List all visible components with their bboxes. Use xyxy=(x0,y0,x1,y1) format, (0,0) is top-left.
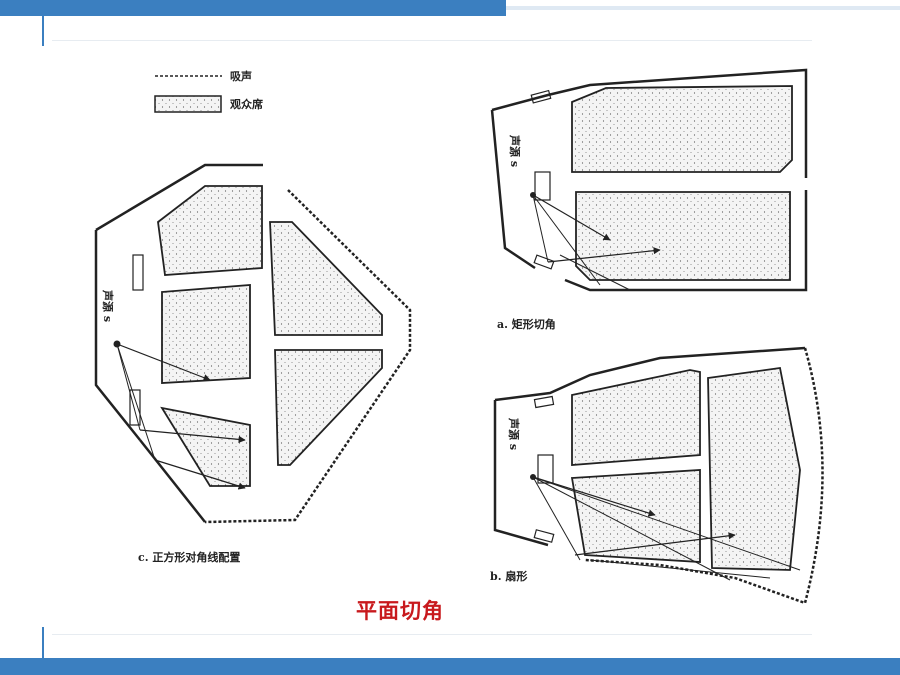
figure-a-reflector-bottom xyxy=(533,254,555,270)
figure-b-absorb-wall xyxy=(584,347,824,605)
figure-a-wall-top xyxy=(491,68,808,178)
figure-c-ray-1 xyxy=(116,343,211,382)
figure-b-fan-plan: 声源 s b. 扇形 xyxy=(490,346,824,605)
figure-c-source-label: 声源 s xyxy=(101,289,115,322)
figure-a-ray-1 xyxy=(532,194,611,241)
figure-a-stage-box xyxy=(534,171,551,201)
figure-a-rect-plan: 声源 s a. 矩形切角 xyxy=(490,68,808,331)
figure-a-wall-bottom xyxy=(564,190,808,292)
figure-c-ray-4 xyxy=(116,343,156,461)
audience-block-a1 xyxy=(571,85,793,173)
top-accent-bar xyxy=(0,0,506,16)
figure-b-ray-4 xyxy=(574,532,736,556)
left-accent-tick-top xyxy=(42,16,44,46)
figure-a-reflector-top xyxy=(530,89,552,104)
audience-block-a2 xyxy=(575,191,791,281)
figure-c-ray-3 xyxy=(139,429,246,443)
figure-a-ray-4 xyxy=(532,194,601,286)
figure-b-source-label: 声源 s xyxy=(507,417,521,450)
audience-block-b1 xyxy=(571,369,701,466)
legend: 吸声 观众席 xyxy=(154,69,263,113)
audience-block-c4 xyxy=(269,221,383,336)
figure-c-wall-lower xyxy=(139,439,206,523)
bottom-accent-bar xyxy=(0,658,900,675)
figure-b-ray-1 xyxy=(532,476,656,517)
audience-block-c2 xyxy=(161,284,251,384)
figure-a-source-label: 声源 s xyxy=(508,134,522,167)
figure-c-ray-2 xyxy=(116,343,141,431)
figure-c-square-plan: 声源 s c. 正方形对角线配置 xyxy=(94,163,412,564)
figure-b-wall-top xyxy=(494,346,806,402)
audience-block-b2 xyxy=(570,469,701,563)
figure-a-stage-wall xyxy=(490,109,536,270)
figure-a-caption: a. 矩形切角 xyxy=(497,317,556,331)
figure-a-ray-2 xyxy=(532,194,549,263)
figure-c-stage-wall xyxy=(94,230,141,441)
figure-c-caption: c. 正方形对角线配置 xyxy=(138,550,240,564)
figure-c-reflector-bottom xyxy=(129,389,141,426)
audience-block-c1 xyxy=(157,185,263,276)
audience-block-c3 xyxy=(160,406,251,487)
figure-b-caption: b. 扇形 xyxy=(490,569,527,583)
figure-b-reflector-top xyxy=(533,395,555,409)
audience-block-b3 xyxy=(707,366,801,571)
left-accent-tick-bottom xyxy=(42,627,44,658)
faint-rule-bottom xyxy=(52,634,812,635)
figure-b-ray-3 xyxy=(532,476,731,581)
figure-a-ray-5 xyxy=(559,254,631,291)
audience-block-c5 xyxy=(274,349,383,466)
figure-c-ray-5 xyxy=(154,459,246,490)
legend-audience-swatch xyxy=(154,95,222,113)
legend-audience-label: 观众席 xyxy=(230,97,263,111)
legend-absorb-label: 吸声 xyxy=(230,69,252,83)
figure-c-reflector-top xyxy=(132,254,144,291)
faint-rule-top xyxy=(52,40,812,41)
figure-c-wall xyxy=(95,163,263,232)
figure-a-ray-3 xyxy=(547,247,661,263)
figure-c-absorb-wall xyxy=(204,189,412,524)
figure-b-reflector-bottom xyxy=(533,529,555,543)
figure-b-ray-5 xyxy=(532,476,581,561)
top-accent-bar-faint xyxy=(506,6,900,10)
figure-b-ray-6 xyxy=(589,559,771,579)
slide-title: 平面切角 xyxy=(356,599,444,623)
figure-b-ray-2 xyxy=(532,476,801,571)
figure-b-stage-wall xyxy=(493,400,549,547)
